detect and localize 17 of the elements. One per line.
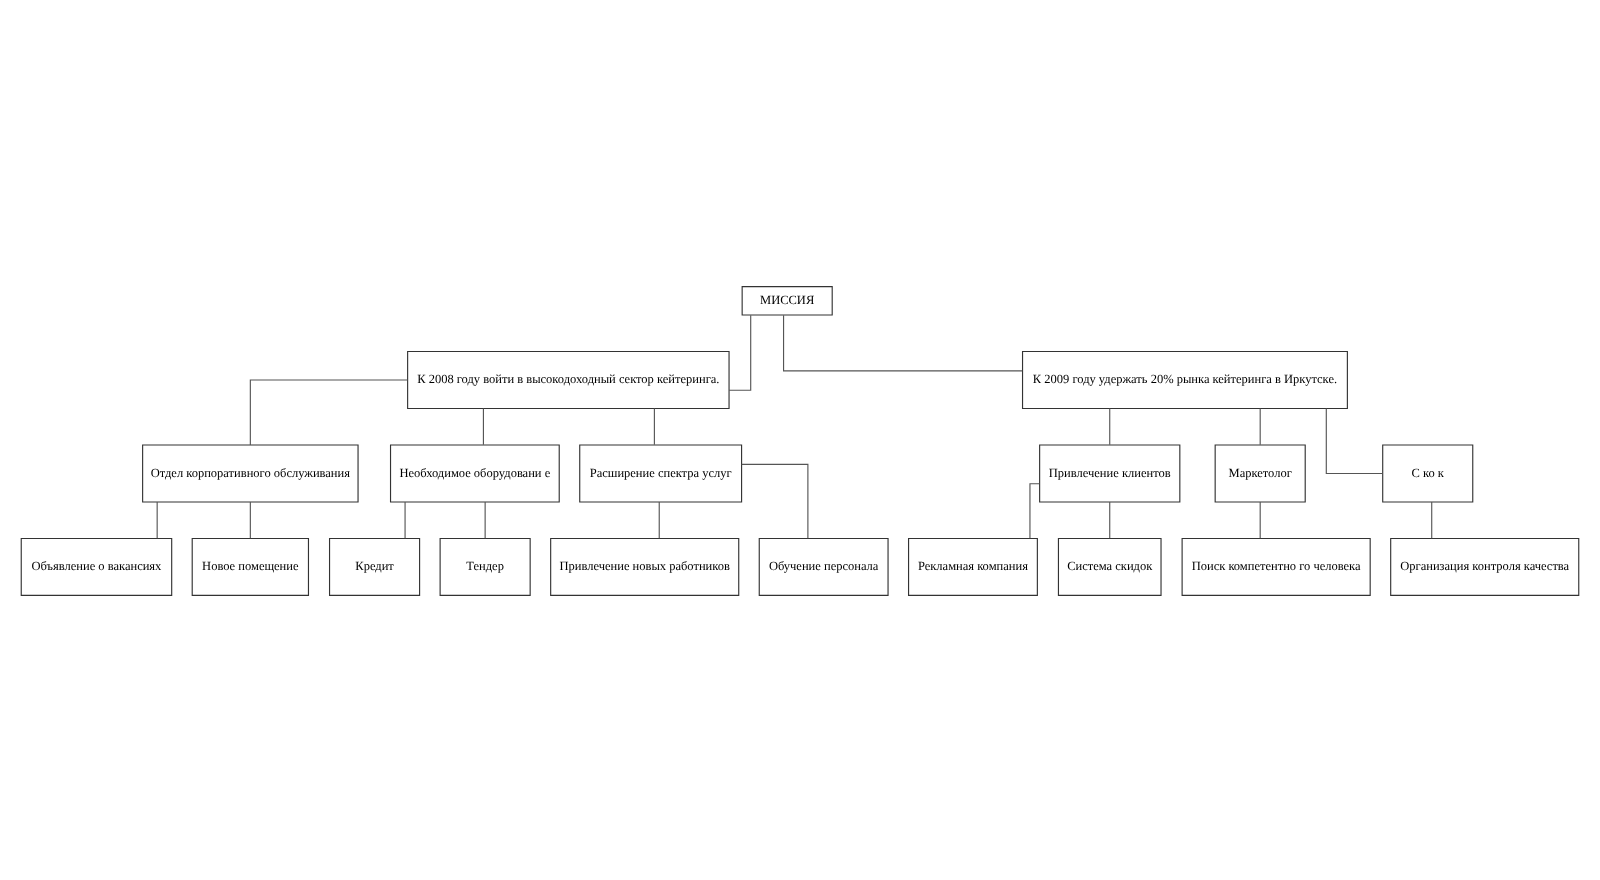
connector: [404, 500, 406, 538]
connector: [484, 500, 486, 538]
connector: [653, 407, 655, 445]
connector: [249, 378, 409, 445]
connector: [1109, 500, 1111, 538]
connector: [1431, 500, 1433, 538]
connector: [482, 407, 484, 445]
connector: [156, 500, 158, 538]
connector: [1259, 407, 1261, 445]
connector: [1109, 407, 1111, 445]
connector: [1325, 407, 1384, 474]
connector: [1259, 500, 1261, 538]
connector: [783, 313, 1023, 371]
connector: [1029, 482, 1040, 538]
connector: [249, 500, 251, 538]
connector: [658, 500, 660, 538]
connector: [741, 462, 809, 538]
